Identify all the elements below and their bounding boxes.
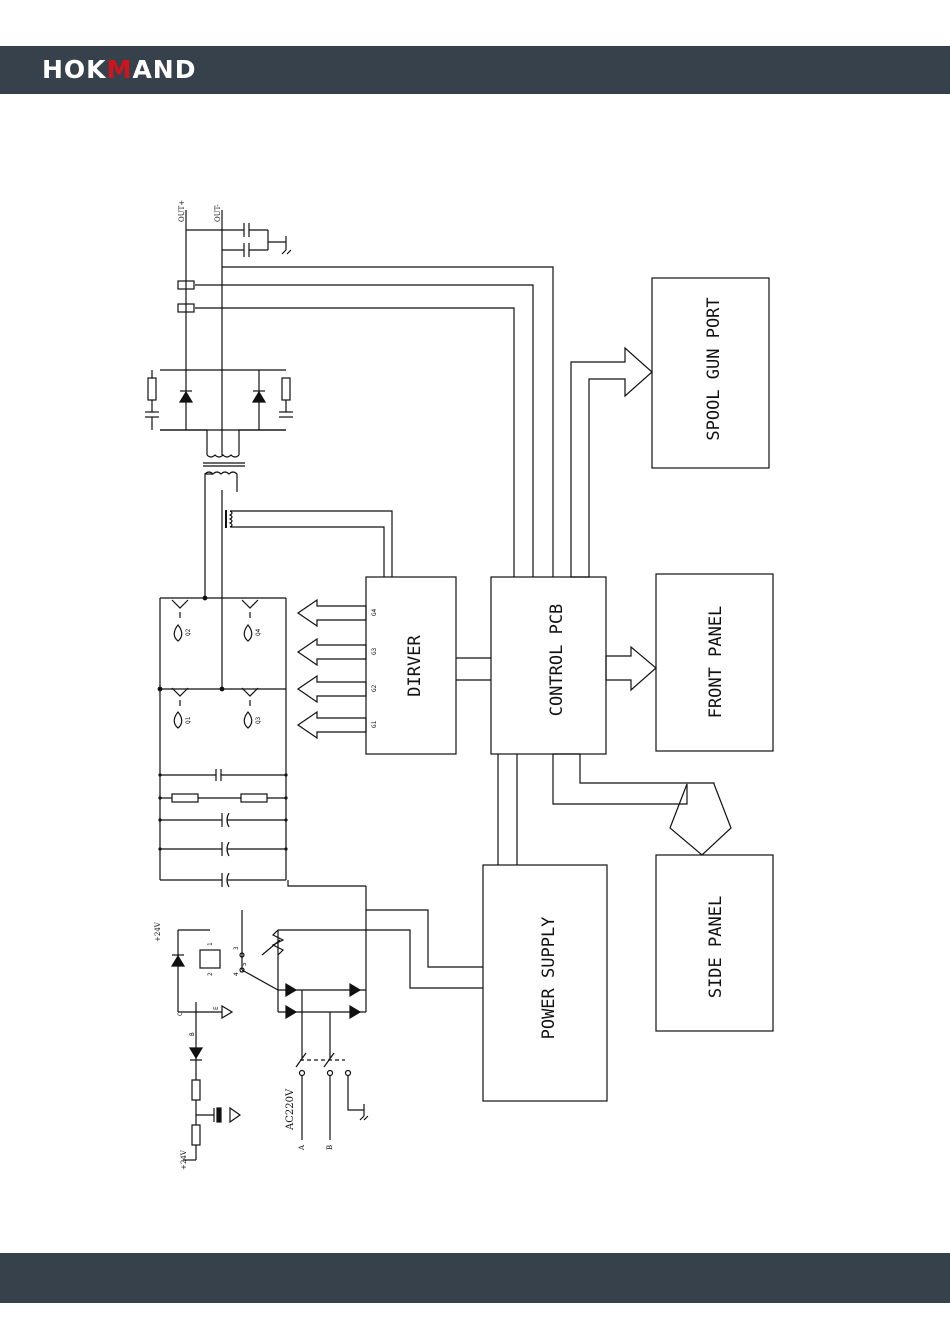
relay-pin-3: 3 — [233, 946, 240, 950]
spool-gun-port-label: SPOOL GUN PORT — [704, 297, 724, 440]
front-panel-label: FRONT PANEL — [706, 606, 726, 719]
igbt-q2-label: Q2 — [185, 628, 192, 636]
out-positive-label: OUT+ — [178, 200, 186, 222]
driver-label: DIRVER — [405, 635, 425, 697]
driver-pin-g3: G3 — [371, 647, 378, 655]
driver-pin-g2: G2 — [371, 684, 378, 692]
igbt-q4-label: Q4 — [255, 628, 262, 636]
supply-bottom-label: +24V — [180, 1149, 188, 1170]
igbt-q1-label: Q1 — [185, 716, 192, 724]
relay-pin-5: 5 — [241, 962, 248, 966]
power-switch — [296, 1053, 368, 1140]
ac-input-label: AC220V — [285, 1088, 296, 1131]
igbt-h-bridge — [158, 596, 286, 880]
output-emi-caps — [186, 223, 291, 257]
driver-gate-arrows — [298, 600, 366, 738]
power-supply-label: POWER SUPPLY — [539, 917, 559, 1040]
relay-pin-4: 4 — [233, 972, 240, 976]
line-a-label: A — [298, 1144, 306, 1151]
side-panel-label: SIDE PANEL — [706, 896, 726, 998]
line-b-label: B — [326, 1145, 334, 1150]
arrow-to-spool-gun — [571, 348, 652, 577]
current-transformer — [226, 510, 232, 528]
arrow-to-side-panel — [553, 754, 731, 855]
relay — [172, 910, 283, 1012]
igbt-q3-label: Q3 — [255, 716, 262, 724]
output-rectifier — [145, 370, 293, 430]
relay-pin-1: 1 — [207, 942, 214, 946]
transistor-pin-c: C — [177, 1012, 184, 1016]
output-transformer — [160, 370, 286, 598]
relay-driver-transistor — [178, 1002, 240, 1160]
control-pcb-label: CONTROL PCB — [547, 604, 567, 717]
supply-top-label: +24V — [154, 921, 162, 942]
transistor-pin-e: E — [213, 1006, 220, 1010]
dc-bus-filter — [158, 769, 287, 887]
arrow-to-front-panel — [606, 647, 656, 690]
driver-pin-g4: G4 — [371, 608, 378, 616]
driver-pin-g1: G1 — [371, 720, 378, 728]
input-bridge-rectifier — [278, 886, 366, 1060]
transistor-pin-b: B — [189, 1032, 196, 1036]
out-negative-label: OUT- — [214, 204, 222, 222]
relay-pin-2: 2 — [207, 972, 214, 976]
